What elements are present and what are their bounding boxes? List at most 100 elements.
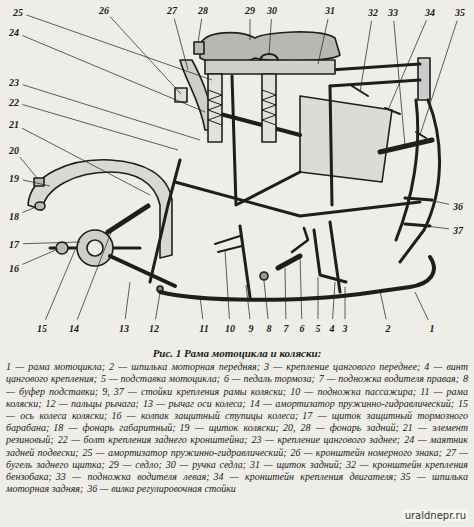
shock-spring: [208, 90, 276, 125]
legend-entry: 6 — педаль тормоза;: [224, 373, 315, 384]
legend-entry: 5 — подставка мотоцикла;: [101, 373, 220, 384]
leader-line: [345, 287, 346, 319]
legend-entry: 22 — болт крепления заднего кронштейна;: [58, 434, 248, 445]
legend-entry: 26 — кронштейн номерного знака;: [290, 447, 441, 458]
leader-line: [22, 35, 205, 112]
tail-lamp: [34, 178, 44, 186]
legend-entry: 12 — пальцы рычага;: [46, 398, 139, 409]
callout-number: 35: [454, 7, 466, 18]
legend-entry: 2 — шпилька моторная передняя;: [109, 361, 260, 372]
callout-number: 11: [198, 323, 209, 334]
callout-number: 28: [197, 5, 209, 16]
leader-line: [285, 268, 287, 319]
tail-lamp: [194, 42, 204, 54]
seat-base: [205, 60, 335, 74]
leader-line: [250, 19, 251, 40]
brake-pedal: [292, 228, 308, 252]
leader-line: [77, 230, 112, 320]
callout-number: 15: [36, 323, 48, 334]
sidecar-shock: [108, 206, 148, 232]
leader-line: [360, 21, 372, 92]
left-footboard: [380, 140, 432, 152]
legend-entry: 3 — крепление цангового переднее;: [264, 361, 420, 372]
leader-line: [300, 256, 302, 319]
legend-entry: 20, 28 — фонарь задний;: [283, 422, 399, 433]
callout-number: 14: [68, 323, 80, 334]
stand-buffer: [260, 272, 268, 280]
legend-entry: 31 — щиток задний;: [250, 459, 342, 470]
callout-number: 26: [98, 5, 110, 16]
sidecar-strut: [240, 222, 340, 297]
leader-line: [200, 297, 203, 319]
callout-number: 33: [387, 7, 399, 18]
callout-number: 9: [248, 323, 255, 334]
motorcycle-frame: [396, 100, 440, 262]
callout-number: 36: [452, 201, 464, 212]
caption-block: Рис. 1 Рама мотоцикла и коляски: 1 — рама…: [6, 347, 468, 495]
leader-line: [246, 285, 250, 319]
leader-line: [22, 249, 58, 264]
leader-line: [415, 292, 428, 320]
legend-entry: 25 — амортизатор пружинно-гидравлический…: [83, 447, 287, 458]
legend-entry: 16 — колпак защитный ступицы колеса;: [111, 410, 298, 421]
figure-title: Рис. 1 Рама мотоцикла и коляски:: [6, 347, 468, 359]
legend-entry: 29 — седло;: [109, 459, 162, 470]
leader-line: [380, 291, 386, 319]
callout-number: 25: [12, 7, 24, 18]
leader-line: [46, 250, 75, 320]
legend-entry: 19 — щиток коляски;: [180, 422, 279, 433]
callout-number: 16: [8, 263, 20, 274]
callout-number: 37: [452, 225, 464, 236]
legend-entry: 34 — кронштейн крепления двигателя;: [213, 471, 396, 482]
leader-line: [264, 281, 268, 319]
leader-line: [156, 293, 160, 319]
leader-line: [333, 282, 335, 319]
callout-number: 7: [283, 323, 290, 334]
callout-number: 2: [385, 323, 392, 334]
callout-number: 13: [118, 323, 130, 334]
callout-number: 21: [8, 119, 20, 130]
sidecar-fender: [28, 160, 172, 258]
engine-cradle: [300, 96, 392, 182]
legend-entry: 18 — фонарь габаритный;: [53, 422, 175, 433]
leader-line: [23, 180, 50, 186]
callout-number: 29: [244, 5, 256, 16]
leader-line: [26, 15, 212, 80]
callout-number: 12: [148, 323, 160, 334]
leader-line: [125, 282, 130, 319]
leader-line: [22, 207, 36, 213]
legend-entry: 10 — подножка пассажира;: [290, 386, 416, 397]
leader-line: [428, 200, 449, 204]
brake-drum-shield: [77, 230, 113, 266]
callout-number: 34: [424, 7, 436, 18]
leader-line: [198, 19, 202, 43]
marker-lamp: [35, 202, 45, 210]
sidecar-frame: [175, 182, 420, 216]
leader-line: [110, 17, 181, 94]
leader-line: [426, 226, 449, 229]
legend-entry: 33 — подножка водителя левая;: [56, 471, 210, 482]
legend-entry: 13 — рычаг оси колеса;: [143, 398, 246, 409]
legend-entry: 14 — амортизатор пружинно-гидравлический…: [250, 398, 454, 409]
leader-line: [20, 157, 38, 179]
callout-number: 5: [315, 323, 322, 334]
callout-number: 23: [8, 77, 20, 88]
sidecar-frame: [160, 257, 434, 300]
leader-line: [318, 277, 319, 319]
callout-number: 4: [329, 323, 336, 334]
callout-number: 10: [224, 323, 236, 334]
callout-number: 18: [8, 211, 20, 222]
callout-number: 30: [266, 5, 278, 16]
callout-number: 8: [266, 323, 273, 334]
watermark: uraldnepr.ru: [403, 510, 468, 521]
callout-number: 20: [8, 145, 20, 156]
callout-number: 31: [324, 5, 336, 16]
callout-number: 17: [8, 239, 20, 250]
leader-line: [23, 242, 80, 244]
callout-number: 22: [8, 97, 20, 108]
callout-number: 19: [8, 173, 20, 184]
adjusting-fork: [405, 198, 432, 226]
legend-entry: 1 — рама мотоцикла;: [6, 361, 105, 372]
brackets: [352, 86, 426, 138]
sidecar-frame: [150, 160, 180, 282]
